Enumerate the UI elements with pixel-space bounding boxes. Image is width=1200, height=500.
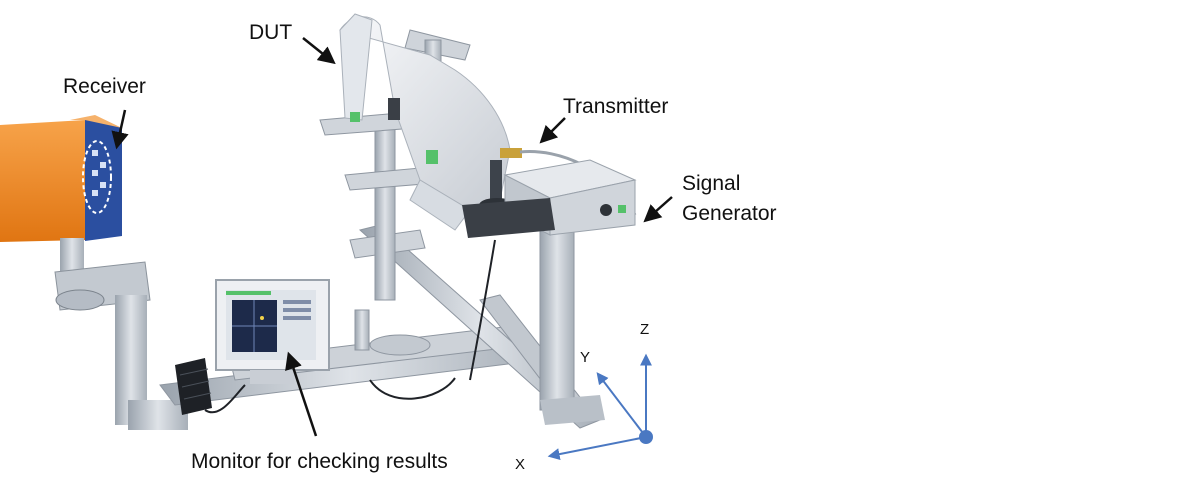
signal-generator-unit [462, 159, 637, 238]
callout-arrows [111, 37, 673, 437]
dut-arrow-icon [302, 37, 336, 65]
keyboard-unit [175, 358, 212, 415]
axis-label-z: Z [640, 321, 649, 338]
axis-x-arrow-icon [547, 436, 647, 461]
monitor-unit [215, 279, 330, 384]
coordinate-axes: Z Y X [515, 321, 653, 473]
signal-generator-arrow-icon [643, 196, 673, 223]
label-signal-generator-line1: Signal [682, 172, 740, 195]
label-transmitter: Transmitter [563, 95, 668, 118]
photo [0, 13, 637, 430]
receiver-arrow-icon [111, 109, 129, 150]
label-signal-generator-line2: Generator [682, 202, 777, 225]
monitor-arrow-icon [285, 351, 318, 437]
axis-label-y: Y [580, 349, 590, 366]
labels: DUT Receiver Transmitter Signal Generato… [63, 21, 777, 473]
cables [204, 239, 496, 414]
label-dut: DUT [249, 21, 292, 44]
dut-shell [339, 13, 511, 231]
axis-origin-dot [639, 430, 653, 444]
axis-label-x: X [515, 456, 525, 473]
axis-y-arrow-icon [596, 372, 647, 438]
turntable [354, 309, 431, 356]
label-receiver: Receiver [63, 75, 146, 98]
receiver-unit [0, 115, 122, 242]
transmitter-arrow-icon [539, 117, 566, 144]
label-monitor: Monitor for checking results [191, 450, 448, 473]
receiver-stand [54, 238, 188, 430]
